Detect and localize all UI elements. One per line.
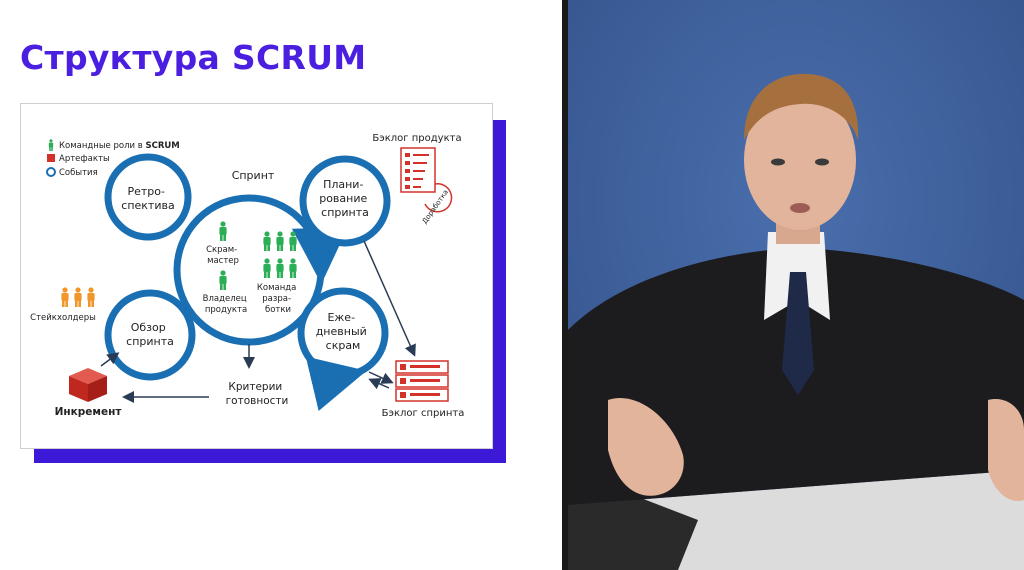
refinement-label: Доработка: [421, 188, 450, 225]
stakeholders-icon: [61, 287, 95, 307]
sprint-label: Спринт: [232, 169, 275, 182]
event-daily-scrum-label: Еже- дневный скрам: [316, 311, 371, 352]
event-review: [104, 289, 196, 381]
legend-roles-icon: [48, 139, 54, 151]
dev-team-icon: [263, 231, 297, 278]
dev-team-label: Команда разра- ботки: [257, 283, 299, 315]
sprint-ring-arrow: [291, 227, 348, 284]
product-backlog-icon: [400, 147, 436, 193]
event-planning: [299, 155, 391, 247]
event-retrospective: [104, 153, 192, 241]
panel-divider: [562, 0, 568, 570]
product-backlog-label: Бэклог продукта: [372, 133, 461, 144]
definition-of-done-label: Критерии готовности: [226, 381, 289, 407]
legend-artifacts-label: Артефакты: [59, 154, 110, 164]
scrum-master-label: Скрам- мастер: [206, 245, 240, 266]
slide-title: Структура SCRUM: [20, 38, 367, 77]
legend-events-label: События: [59, 168, 98, 178]
daily-to-backlog-arrow: [368, 371, 394, 384]
planning-to-backlog-arrow: [363, 240, 416, 357]
increment-label: Инкремент: [55, 406, 123, 418]
scrum-diagram-card: Командные роли в SCRUM Артефакты События…: [20, 103, 493, 449]
event-planning-label: Плани- рование спринта: [319, 178, 371, 219]
product-owner-label: Владелец продукта: [203, 294, 250, 315]
sprint-backlog-icon: [395, 360, 449, 402]
increment-cube-icon: [69, 368, 107, 402]
legend-roles-label: Командные роли в SCRUM: [59, 141, 180, 151]
legend-artifacts-icon: [47, 154, 55, 162]
event-retrospective-label: Ретро- спектива: [121, 185, 174, 212]
presenter-video: [568, 0, 1024, 570]
event-review-label: Обзор спринта: [126, 321, 174, 348]
daily-scrum-arrow: [305, 356, 367, 411]
sprint-backlog-label: Бэклог спринта: [382, 408, 465, 419]
backlog-to-daily-arrow: [368, 378, 390, 390]
stakeholders-label: Стейкхолдеры: [30, 313, 96, 323]
scrum-master-icon: [219, 221, 227, 241]
slide-panel: Структура SCRUM Командн: [20, 38, 506, 463]
refinement-arrow: [424, 183, 453, 213]
legend-events-icon: [46, 167, 56, 177]
product-owner-icon: [219, 270, 227, 290]
scrum-diagram: Командные роли в SCRUM Артефакты События…: [30, 133, 465, 419]
legend: Командные роли в SCRUM Артефакты События: [46, 139, 180, 178]
presenter-photo: [568, 0, 1024, 570]
increment-to-review-arrow: [100, 352, 120, 367]
